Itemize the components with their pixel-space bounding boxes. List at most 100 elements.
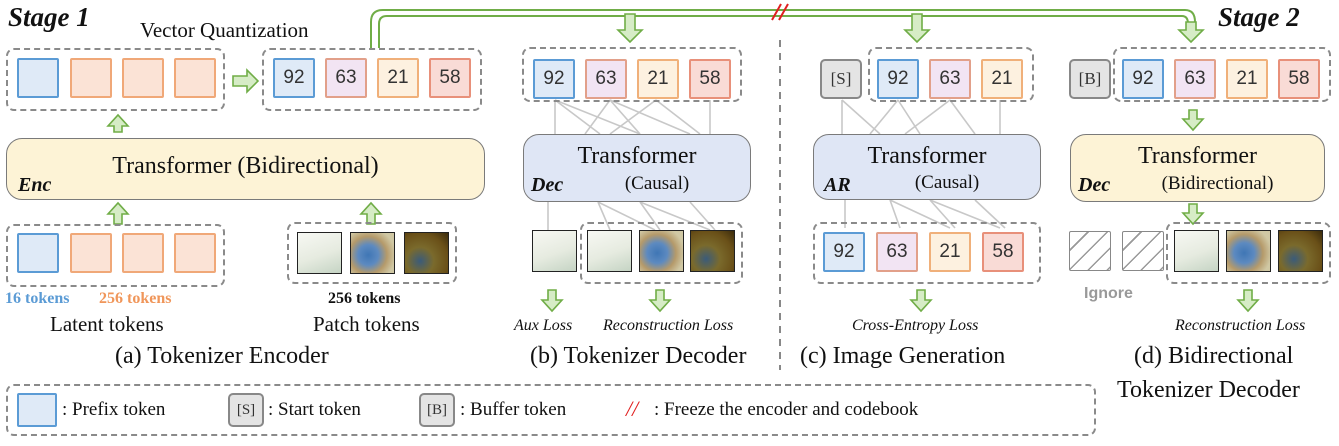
caption-c: (c) Image Generation [800,343,1006,369]
transformer-label: Transformer [1137,143,1258,169]
tokens16-label: 16 tokens [5,290,70,307]
code-token: 58 [429,58,471,98]
latent-tokens-label: Latent tokens [50,312,164,336]
latent-token [70,58,112,98]
code-token: 21 [637,59,679,99]
code-token: 92 [1122,59,1164,99]
ar-transformer: Transformer (Causal) [813,134,1041,200]
code-token: 63 [585,59,627,99]
prefix-token [17,58,59,98]
code-token: 92 [877,59,919,99]
patch256-label: 256 tokens [328,290,401,307]
latent-token [174,233,216,273]
caption-a: (a) Tokenizer Encoder [115,343,329,369]
legend-prefix-swatch [17,393,57,427]
prefix-token [17,233,59,273]
causal-label: (Causal) [914,172,980,193]
legend-buffer-text: : Buffer token [460,399,567,420]
legend-buffer-swatch: [B] [419,393,455,427]
image-patch [639,230,684,272]
legend-freeze-swatch: // [626,396,639,421]
codes-group-b [522,47,742,102]
legend-start-swatch: [S] [228,393,264,427]
image-patch [350,232,395,274]
codes-output-group-c [813,222,1041,284]
latent-token [174,58,216,98]
start-token: [S] [820,59,862,99]
code-token: 21 [929,232,971,272]
tokens256-label: 256 tokens [99,290,172,307]
recon-patch-group-d [1166,222,1331,284]
green-arrows [106,68,1260,313]
code-token: 63 [1174,59,1216,99]
latent-token [122,233,164,273]
feed-bus [370,9,1196,48]
dec-tag: Dec [1078,174,1111,196]
image-patch [1226,230,1271,272]
code-token: 92 [533,59,575,99]
image-patch [297,232,342,274]
vq-label: Vector Quantization [140,18,309,42]
feed-drops [616,13,1205,44]
image-patch [1278,230,1323,272]
legend-box [6,384,1096,436]
legend-start-text: : Start token [268,399,361,420]
codes-group-c [868,47,1034,102]
latent-input-group [6,224,225,287]
code-token: 63 [929,59,971,99]
encoder-transformer: Transformer (Bidirectional) [6,138,485,200]
codes-group-d [1113,47,1331,102]
code-token: 58 [689,59,731,99]
stage2-title: Stage 2 [1218,2,1300,32]
transformer-label: Transformer [867,143,987,169]
code-token: 21 [1226,59,1268,99]
ar-tag: AR [824,174,851,196]
code-token: 21 [377,58,419,98]
ignore-label: Ignore [1084,285,1133,302]
freeze-mark [771,3,789,21]
ce-loss-label: Cross-Entropy Loss [852,317,979,334]
code-token: 63 [325,58,367,98]
decoder-transformer-bidirectional: Transformer (Bidirectional) [1070,134,1325,202]
buffer-token: [B] [1069,59,1111,99]
recon-loss-label-d: Reconstruction Loss [1175,317,1306,334]
legend-freeze-text: : Freeze the encoder and codebook [654,399,919,420]
enc-tag: Enc [18,174,52,196]
ignored-buffer-output [1122,231,1164,271]
code-token: 58 [982,232,1024,272]
aux-patch [532,230,577,272]
image-patch [1174,230,1219,272]
code-token: 92 [823,232,865,272]
dec-tag: Dec [531,174,564,196]
code-token: 63 [876,232,918,272]
causal-label: (Causal) [624,173,690,194]
patch-input-group [287,222,457,284]
decoder-transformer-causal: Transformer (Causal) [523,134,751,202]
latent-token [70,233,112,273]
latent-token [122,58,164,98]
caption-d-line2: Tokenizer Decoder [1117,377,1300,403]
code-token: 92 [273,58,315,98]
caption-d-line1: (d) Bidirectional [1134,343,1294,369]
encoder-transformer-label: Transformer (Bidirectional) [112,153,379,179]
image-patch [404,232,449,274]
bidirectional-label: (Bidirectional) [1161,173,1274,194]
codes-group-a [262,48,482,111]
caption-b: (b) Tokenizer Decoder [530,343,747,369]
patch-tokens-label: Patch tokens [313,312,420,336]
image-patch [587,230,632,272]
code-token: 58 [1278,59,1320,99]
recon-patch-group [580,222,743,284]
recon-loss-label-b: Reconstruction Loss [603,317,734,334]
latent-output-group [6,48,225,111]
transformer-label: Transformer [577,143,697,169]
legend-prefix-text: : Prefix token [62,399,166,420]
image-patch [690,230,735,272]
ignored-buffer-output [1069,231,1111,271]
code-token: 21 [981,59,1023,99]
aux-loss-label: Aux Loss [514,317,573,334]
attention-lines-c [841,99,1006,229]
attention-lines-b [547,99,716,231]
stage1-title: Stage 1 [8,2,90,32]
